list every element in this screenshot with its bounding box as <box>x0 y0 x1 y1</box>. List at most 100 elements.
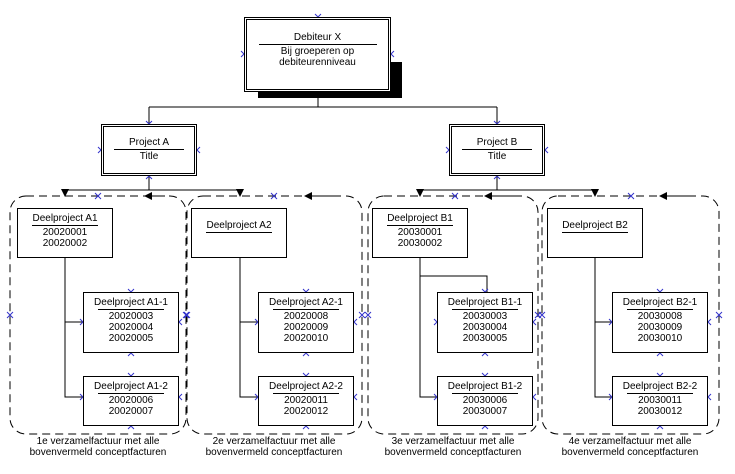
subproject-b2-1-box[interactable]: Deelproject B2-1 20030008 20030009 20030… <box>612 292 708 353</box>
invoice-number: 20020007 <box>108 406 154 417</box>
selection-handle-icon <box>270 192 278 200</box>
debtor-line: debiteurenniveau <box>279 57 356 68</box>
subproject-title: Deelproject A2-1 <box>269 297 343 308</box>
selection-handle-icon <box>94 192 102 200</box>
project-a-divider <box>114 149 184 150</box>
subproject-b2-2-box[interactable]: Deelproject B2-2 20030011 20030012 <box>612 376 708 426</box>
selection-handle-icon <box>451 192 459 200</box>
selection-handle-icon <box>364 311 372 319</box>
invoice-number: 20030012 <box>637 406 683 417</box>
invoice-number: 20020004 <box>108 322 154 333</box>
invoice-number: 20020006 <box>108 395 154 406</box>
subproject-divider <box>627 309 693 310</box>
caption-line: bovenvermeld conceptfacturen <box>29 447 167 458</box>
subproject-divider <box>387 225 453 226</box>
debtor-box[interactable]: Debiteur X Bij groeperen op debiteurenni… <box>244 17 391 92</box>
caption-line: bovenvermeld conceptfacturen <box>384 447 522 458</box>
debtor-divider <box>258 44 377 45</box>
connector-debtor-projects <box>148 92 498 124</box>
subproject-a2-1-box[interactable]: Deelproject A2-1 20020008 20020009 20020… <box>258 292 354 353</box>
invoice-number: 20030010 <box>637 333 683 344</box>
subproject-divider <box>627 393 693 394</box>
project-a-subtitle: Title <box>139 151 159 162</box>
invoice-number: 20030005 <box>462 333 508 344</box>
subproject-title: Deelproject A2 <box>206 220 272 231</box>
subproject-b1-2-box[interactable]: Deelproject B1-2 20030006 20030007 <box>437 376 533 426</box>
invoice-number: 20030009 <box>637 322 683 333</box>
invoice-number: 20030011 <box>638 395 682 406</box>
selection-handle-icon <box>715 311 723 319</box>
invoice-number: 20020012 <box>283 406 329 417</box>
invoice-number: 20020011 <box>284 395 328 406</box>
tree-b2 <box>594 258 612 398</box>
selection-handle-icon <box>182 311 190 319</box>
invoice-number: 20020009 <box>283 322 329 333</box>
invoice-number: 20020002 <box>42 238 88 249</box>
subproject-divider <box>32 225 98 226</box>
selection-handle-icon <box>627 192 635 200</box>
subproject-title: Deelproject B2-2 <box>622 381 698 392</box>
group-caption-1: 1e verzamelfactuur met alle bovenvermeld… <box>8 436 188 458</box>
subproject-title: Deelproject A1 <box>32 213 98 224</box>
invoice-number: 20030006 <box>462 395 508 406</box>
project-b-title: Project B <box>476 137 518 148</box>
subproject-b1-box[interactable]: Deelproject B1 20030001 20030002 <box>372 208 468 258</box>
subproject-title: Deelproject B1-2 <box>447 381 523 392</box>
caption-line: bovenvermeld conceptfacturen <box>561 447 699 458</box>
subproject-b2-box[interactable]: Deelproject B2 <box>547 208 643 258</box>
caption-line: 2e verzamelfactuur met alle <box>212 436 336 447</box>
subproject-title: Deelproject B1 <box>387 213 453 224</box>
subproject-title: Deelproject B2 <box>562 220 628 231</box>
connector-project-b <box>420 176 595 191</box>
invoice-number: 20030002 <box>397 238 443 249</box>
invoice-number: 20020001 <box>42 227 88 238</box>
invoice-number: 20030008 <box>637 311 683 322</box>
caption-line: 3e verzamelfactuur met alle <box>391 436 515 447</box>
subproject-a1-box[interactable]: Deelproject A1 20020001 20020002 <box>17 208 113 258</box>
subproject-a2-box[interactable]: Deelproject A2 <box>191 208 287 258</box>
selection-handle-icon <box>358 311 366 319</box>
debtor-title: Debiteur X <box>293 32 342 43</box>
invoice-number: 20030007 <box>462 406 508 417</box>
subproject-divider <box>452 393 518 394</box>
subproject-divider <box>98 309 164 310</box>
subproject-divider <box>273 393 339 394</box>
tree-b1 <box>419 258 488 398</box>
invoice-number: 20020008 <box>283 311 329 322</box>
group-caption-2: 2e verzamelfactuur met alle bovenvermeld… <box>184 436 364 458</box>
project-a-box[interactable]: Project A Title <box>101 124 197 176</box>
caption-line: 4e verzamelfactuur met alle <box>568 436 692 447</box>
invoice-number: 20020003 <box>108 311 154 322</box>
invoice-number: 20030001 <box>397 227 443 238</box>
subproject-title: Deelproject B2-1 <box>622 297 698 308</box>
invoice-number: 20030004 <box>462 322 508 333</box>
project-b-subtitle: Title <box>487 151 507 162</box>
selection-handle-icon <box>6 311 14 319</box>
subproject-a1-2-box[interactable]: Deelproject A1-2 20020006 20020007 <box>83 376 179 426</box>
group-caption-4: 4e verzamelfactuur met alle bovenvermeld… <box>540 436 720 458</box>
project-b-divider <box>462 149 532 150</box>
subproject-divider <box>98 393 164 394</box>
connector-project-a <box>65 176 240 191</box>
subproject-b1-1-box[interactable]: Deelproject B1-1 20030003 20030004 20030… <box>437 292 533 353</box>
subproject-title: Deelproject A1-2 <box>94 381 168 392</box>
subproject-divider <box>206 232 272 233</box>
subproject-title: Deelproject A1-1 <box>94 297 168 308</box>
invoice-number: 20030003 <box>462 311 508 322</box>
subproject-title: Deelproject B1-1 <box>447 297 523 308</box>
tree-a2 <box>239 258 258 398</box>
tree-a1 <box>64 258 83 398</box>
selection-handle-icon <box>538 311 546 319</box>
debtor-line: Bij groeperen op <box>280 46 355 57</box>
project-b-box[interactable]: Project B Title <box>449 124 545 176</box>
subproject-a2-2-box[interactable]: Deelproject A2-2 20020011 20020012 <box>258 376 354 426</box>
subproject-divider <box>452 309 518 310</box>
caption-line: 1e verzamelfactuur met alle <box>36 436 160 447</box>
subproject-divider <box>273 309 339 310</box>
project-a-title: Project A <box>128 137 170 148</box>
invoice-number: 20020010 <box>283 333 329 344</box>
selection-handle-icon <box>183 311 191 319</box>
invoice-number: 20020005 <box>108 333 154 344</box>
caption-line: bovenvermeld conceptfacturen <box>205 447 343 458</box>
subproject-a1-1-box[interactable]: Deelproject A1-1 20020003 20020004 20020… <box>83 292 179 353</box>
